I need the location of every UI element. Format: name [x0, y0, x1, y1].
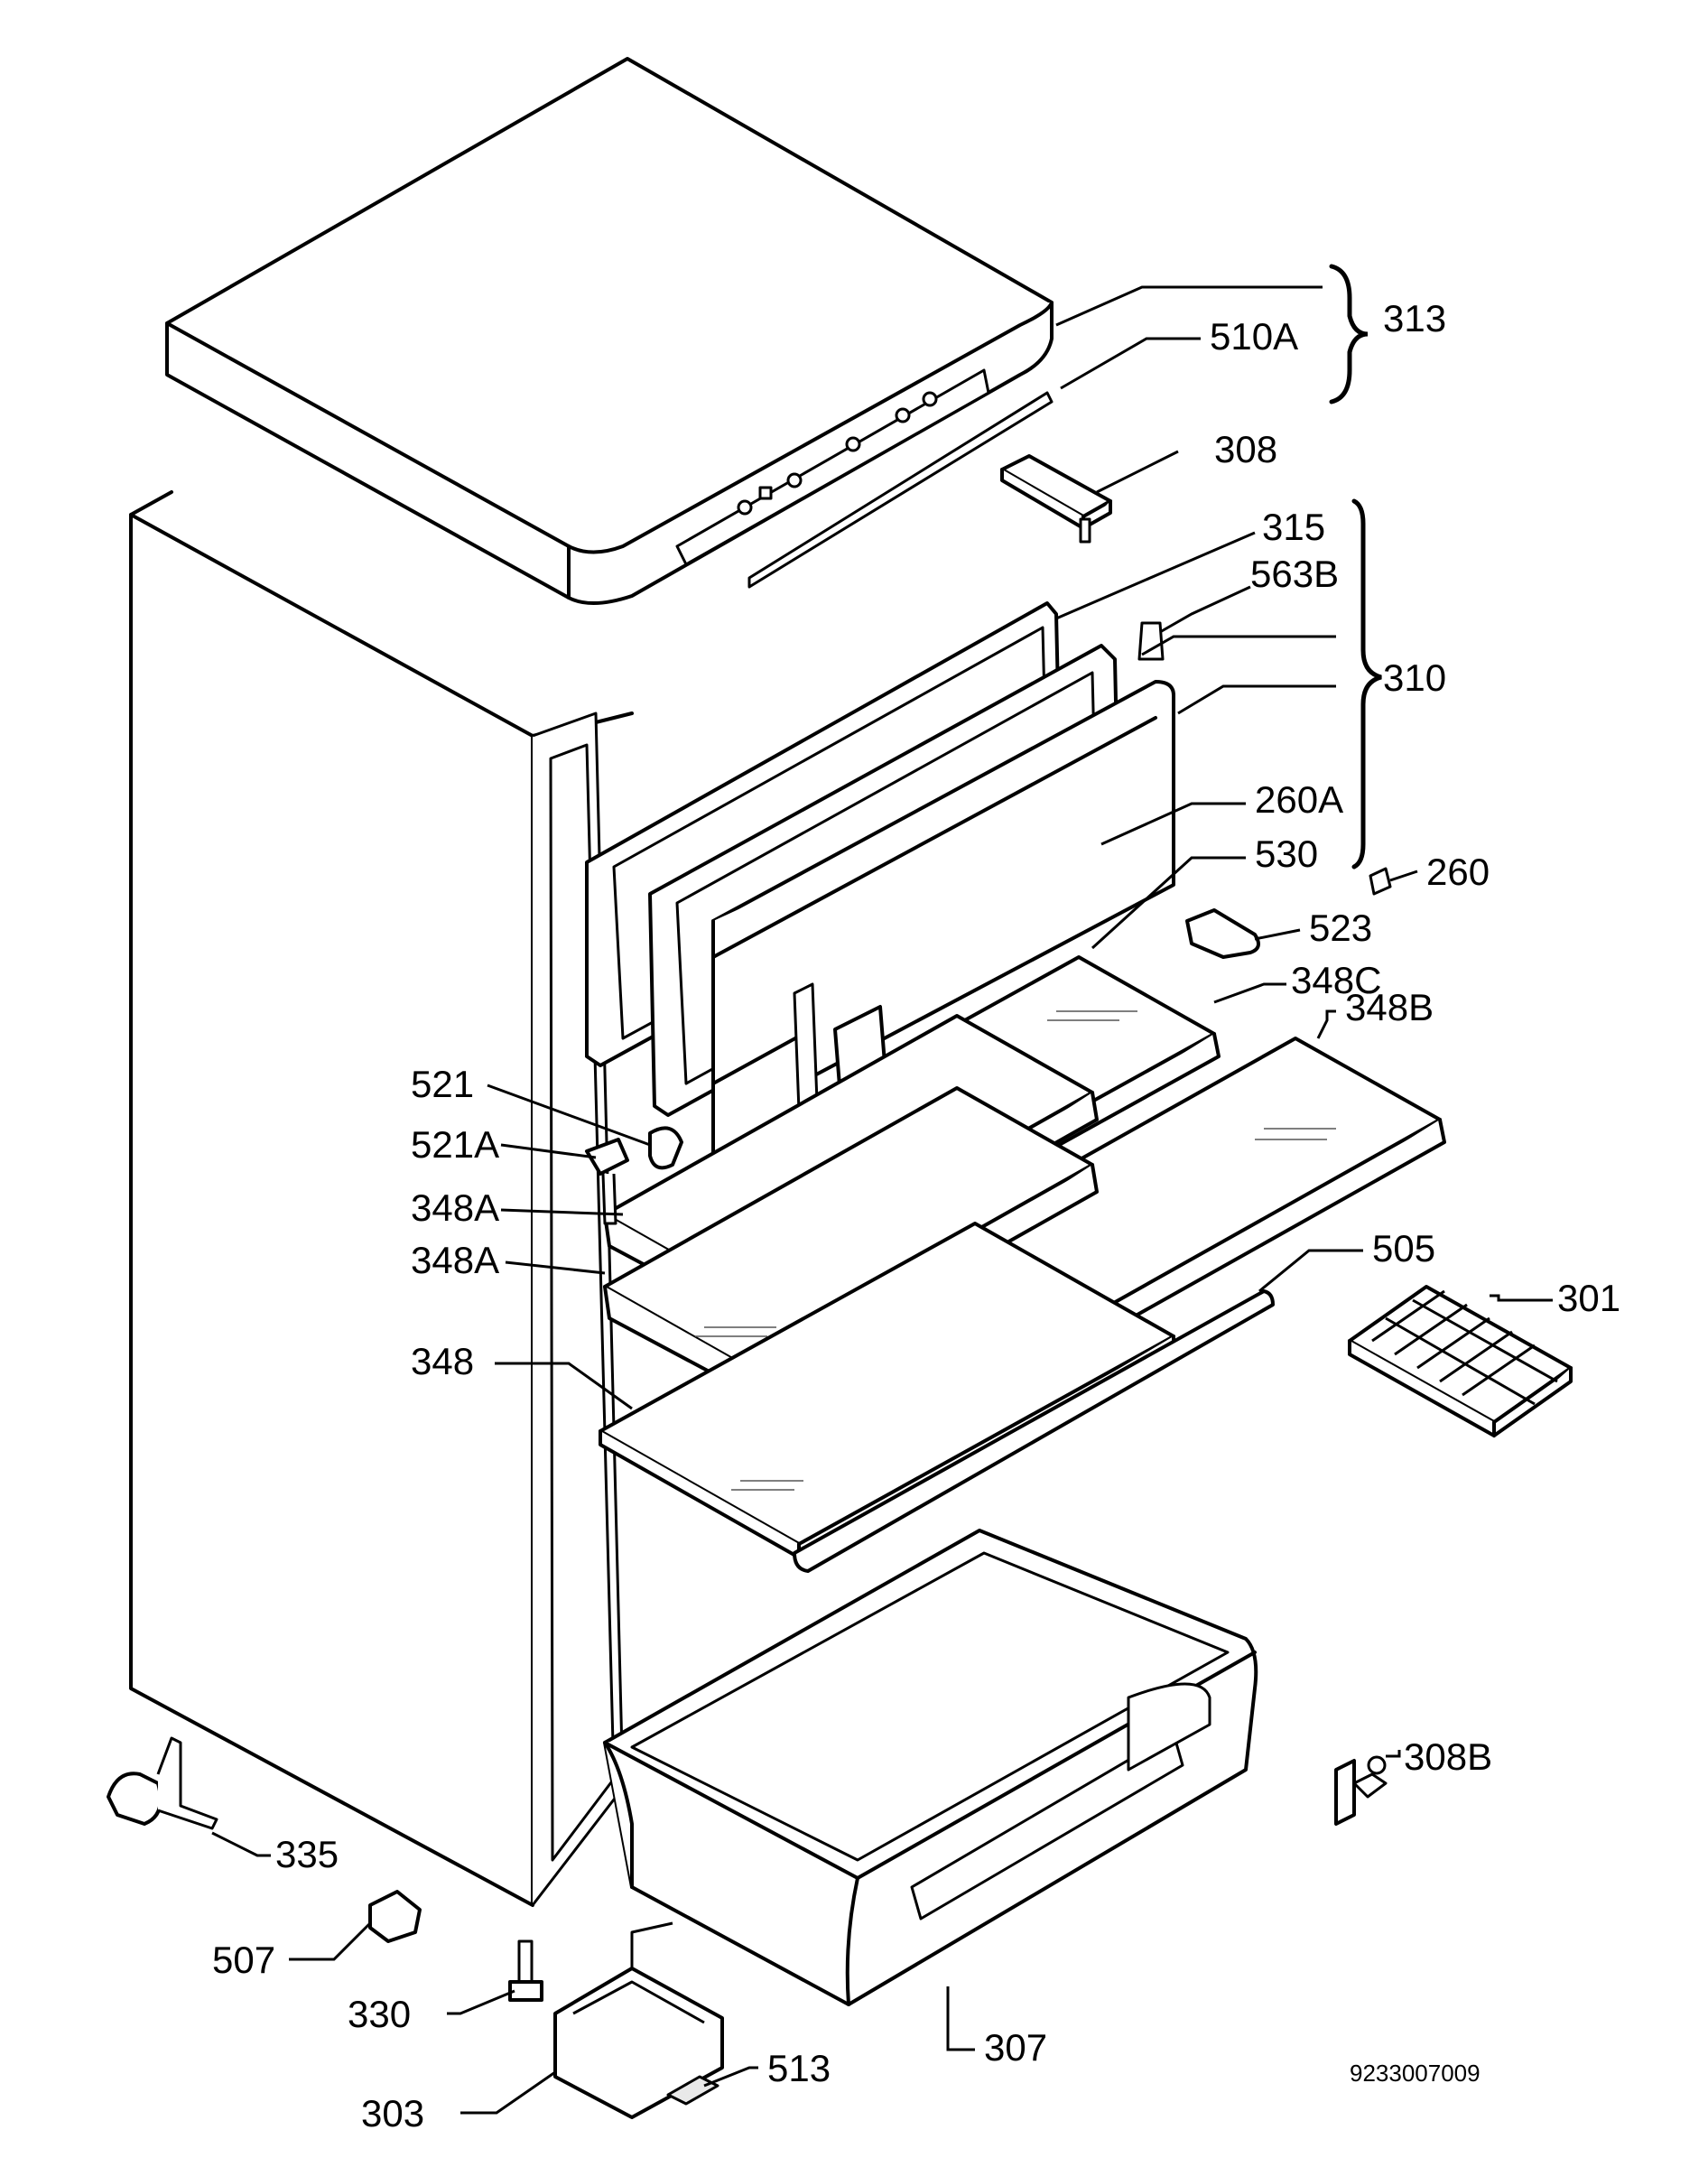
label-315: 315	[1262, 506, 1325, 548]
label-523: 523	[1309, 907, 1372, 949]
label-303: 303	[361, 2092, 424, 2134]
switch-523	[1185, 908, 1260, 959]
cover-513	[666, 2075, 719, 2106]
plinth-303	[553, 1921, 724, 2119]
label-308: 308	[1214, 428, 1277, 470]
label-505: 505	[1372, 1227, 1435, 1270]
drawing-number: 9233007009	[1350, 2060, 1481, 2087]
label-307: 307	[984, 2026, 1047, 2069]
leader-lines	[211, 285, 1553, 2115]
cabinet-body	[129, 490, 634, 1907]
part-labels: 313 510A 308 315 563B 310 260A 530 260 5…	[212, 297, 1620, 2134]
label-507: 507	[212, 1939, 275, 1981]
label-260: 260	[1426, 851, 1490, 893]
ice-tray-301	[1348, 1285, 1573, 1437]
label-260a: 260A	[1255, 778, 1343, 821]
label-513: 513	[767, 2047, 831, 2089]
clip-563b	[1137, 621, 1165, 661]
top-hinge-308	[1000, 454, 1112, 544]
label-348: 348	[411, 1340, 474, 1382]
label-563b: 563B	[1250, 553, 1339, 595]
shelf-front-505	[793, 1289, 1275, 1573]
screw-330	[508, 1939, 543, 2002]
label-308b: 308B	[1404, 1735, 1492, 1778]
lamp-holder-521a	[585, 1138, 629, 1225]
lamp-521	[648, 1126, 683, 1170]
clip-507	[368, 1890, 422, 1943]
label-313: 313	[1383, 297, 1446, 339]
label-335: 335	[275, 1833, 339, 1875]
hinge-308b	[1334, 1755, 1388, 1826]
brace-313	[1329, 264, 1369, 405]
label-521a: 521A	[411, 1123, 499, 1166]
brace-310	[1351, 498, 1382, 870]
label-348a-2: 348A	[411, 1239, 499, 1281]
foot-335	[107, 1736, 218, 1830]
label-530: 530	[1255, 832, 1318, 875]
label-510a: 510A	[1210, 315, 1298, 358]
crisper-drawer-307	[603, 1529, 1258, 2006]
top-lid	[165, 57, 1054, 606]
clip-260	[1369, 867, 1392, 896]
label-521: 521	[411, 1063, 474, 1105]
label-348b: 348B	[1345, 986, 1434, 1028]
label-330: 330	[348, 1993, 411, 2035]
label-348c: 348C	[1291, 959, 1381, 1001]
label-310: 310	[1383, 656, 1446, 699]
label-348a-1: 348A	[411, 1186, 499, 1229]
label-301: 301	[1557, 1277, 1620, 1319]
